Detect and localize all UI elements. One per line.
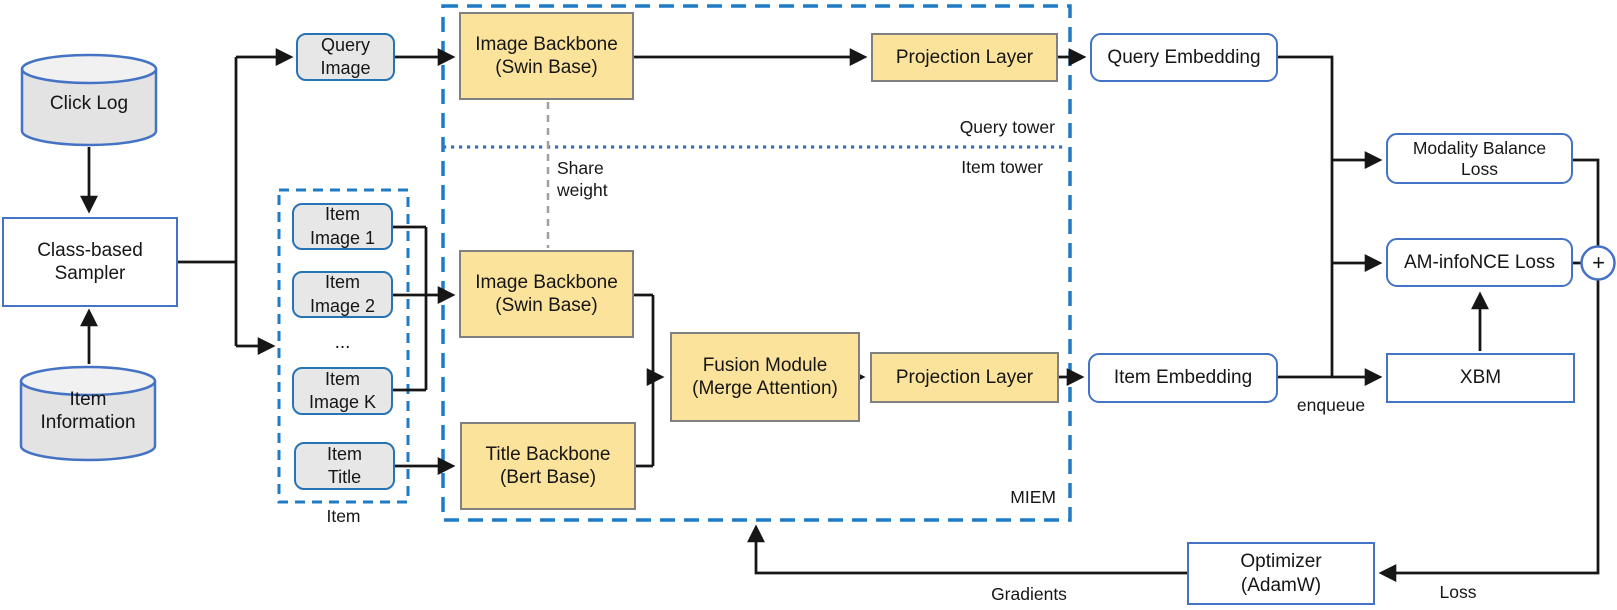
modality-balance-loss-node: Modality Balance Loss [1386, 133, 1573, 184]
title-backbone-node: Title Backbone (Bert Base) [460, 422, 636, 510]
click-log-node: Click Log [22, 91, 156, 117]
query-tower-label: Query tower [959, 117, 1055, 137]
gradients-label: Gradients [991, 584, 1067, 604]
click-log-label: Click Log [49, 93, 129, 115]
miem-dashed-region [441, 4, 1072, 522]
item-embedding-node: Item Embedding [1088, 353, 1278, 403]
item-images-merge-line [393, 225, 428, 392]
gradients-to-miem-arrow [747, 524, 1187, 575]
click-log-cylinder [20, 53, 158, 147]
projection-layer-item-node: Projection Layer [870, 352, 1059, 403]
queryembedding-output-line [1278, 55, 1334, 377]
xbm-node: XBM [1386, 353, 1575, 403]
fusion-module-node: Fusion Module (Merge Attention) [670, 332, 860, 422]
item-information-node: Item Information [13, 386, 163, 436]
am-infonce-loss-node: AM-infoNCE Loss [1386, 238, 1573, 287]
item-image-k-node: Item Image K [292, 367, 393, 415]
item-information-label: Item Information [40, 388, 136, 433]
item-information-cylinder [19, 365, 157, 462]
plus-sign: + [1592, 249, 1605, 275]
item-image-1-node: Item Image 1 [292, 203, 393, 250]
enqueue-label: enqueue [1296, 395, 1366, 415]
sampler-branch-line [178, 57, 238, 346]
query-embedding-node: Query Embedding [1090, 33, 1278, 82]
projection-layer-query-node: Projection Layer [871, 33, 1058, 82]
image-backbone-query-node: Image Backbone (Swin Base) [459, 12, 634, 100]
loss-to-optimizer-arrow [1378, 280, 1600, 582]
modality-to-plus-line [1573, 158, 1600, 246]
item-group-label: Item [326, 506, 361, 526]
share-weight-label: Share weight [557, 158, 608, 200]
loss-label: Loss [1439, 582, 1477, 602]
item-tower-label: Item tower [961, 157, 1043, 177]
query-image-node: Query Image [296, 33, 395, 81]
class-based-sampler-node: Class-based Sampler [2, 217, 178, 307]
item-image-2-node: Item Image 2 [292, 271, 393, 318]
backbone-outputs-merge-line [634, 293, 655, 468]
item-title-node: Item Title [294, 442, 395, 490]
item-images-ellipsis: ... [334, 332, 351, 353]
sum-junction-circle [1580, 245, 1616, 281]
image-backbone-item-node: Image Backbone (Swin Base) [459, 250, 634, 338]
miem-label: MIEM [1010, 487, 1056, 507]
optimizer-node: Optimizer (AdamW) [1187, 542, 1375, 605]
